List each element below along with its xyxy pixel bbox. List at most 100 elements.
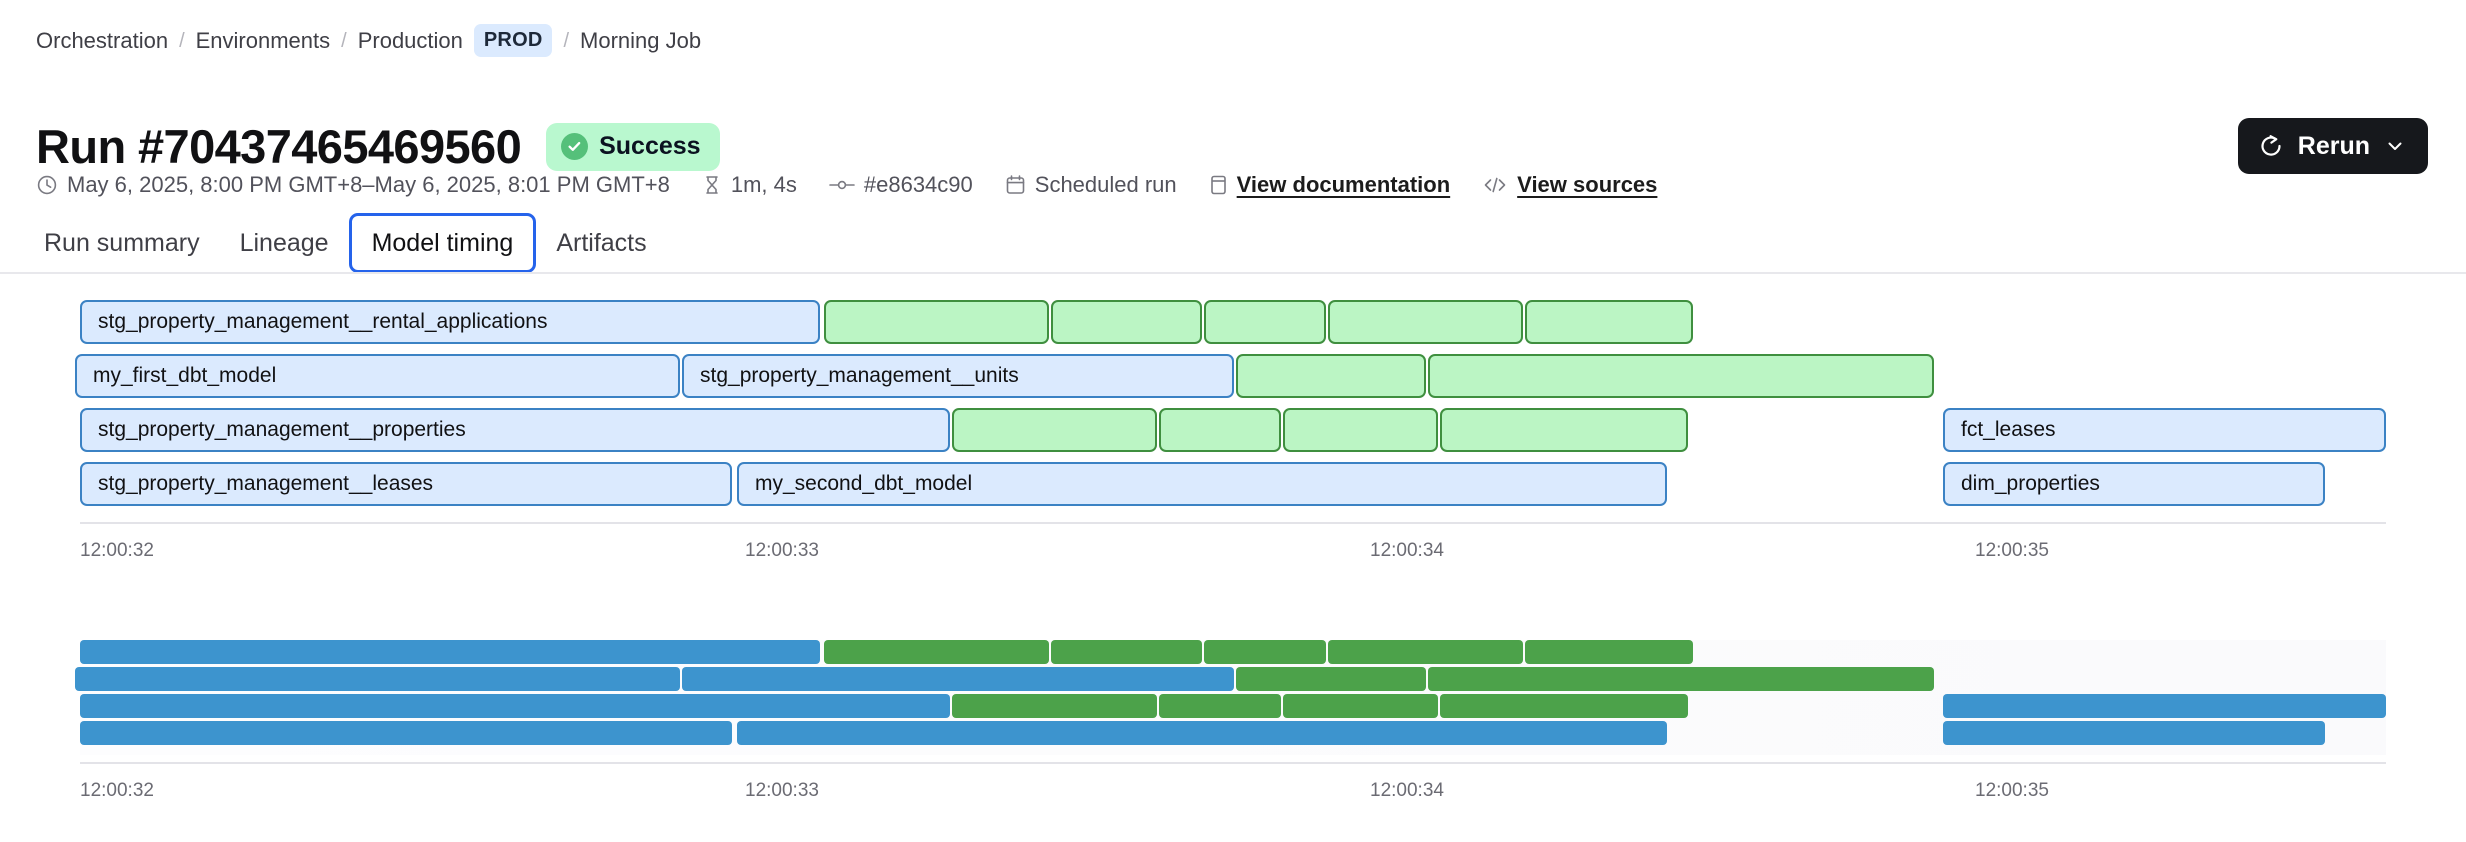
- gantt-bar-test[interactable]: [1051, 300, 1202, 344]
- minimap-bar[interactable]: [682, 667, 1234, 691]
- gantt-row: stg_property_management__rental_applicat…: [0, 300, 2466, 344]
- minimap-bar[interactable]: [1204, 640, 1326, 664]
- minimap-bar[interactable]: [80, 694, 950, 718]
- gantt-bar-test[interactable]: [952, 408, 1157, 452]
- minimap-bar[interactable]: [952, 694, 1157, 718]
- meta-documentation[interactable]: View documentation: [1209, 172, 1451, 198]
- meta-timerange-text: May 6, 2025, 8:00 PM GMT+8–May 6, 2025, …: [67, 172, 670, 197]
- minimap-bar[interactable]: [1943, 694, 2386, 718]
- breadcrumb-separator: /: [341, 29, 347, 52]
- minimap-bar[interactable]: [1525, 640, 1693, 664]
- breadcrumb-item-orchestration[interactable]: Orchestration: [36, 27, 169, 53]
- meta-commit: #e8634c90: [829, 172, 973, 198]
- gantt-bar-my_second_dbt_model[interactable]: my_second_dbt_model: [737, 462, 1667, 506]
- rerun-label: Rerun: [2297, 131, 2370, 160]
- gantt-bar-test[interactable]: [1236, 354, 1426, 398]
- minimap-bar[interactable]: [1236, 667, 1426, 691]
- gantt-bar-label: stg_property_management__leases: [98, 472, 434, 495]
- gantt-bar-stg_property_management__rental_applications[interactable]: stg_property_management__rental_applicat…: [80, 300, 820, 344]
- view-sources-link[interactable]: View sources: [1517, 172, 1658, 197]
- breadcrumb-item-environments[interactable]: Environments: [195, 27, 331, 53]
- minimap-bar[interactable]: [75, 667, 680, 691]
- tab-model-timing[interactable]: Model timing: [348, 213, 537, 273]
- gantt-bar-test[interactable]: [824, 300, 1049, 344]
- page-title: Run #70437465469560: [36, 120, 522, 174]
- gantt-bar-label: dim_properties: [1961, 472, 2100, 495]
- breadcrumb-item-morning-job: Morning Job: [580, 27, 702, 53]
- gantt-bar-label: my_first_dbt_model: [93, 364, 277, 387]
- gantt-row: stg_property_management__leases my_second…: [0, 462, 2466, 506]
- gantt-axis-line: [80, 522, 2386, 524]
- gantt-axis-tick: 12:00:35: [1975, 540, 2049, 561]
- minimap-row: [0, 721, 2466, 745]
- gantt-rows: stg_property_management__rental_applicat…: [0, 300, 2466, 520]
- meta-timerange: May 6, 2025, 8:00 PM GMT+8–May 6, 2025, …: [36, 172, 670, 198]
- gantt-bar-stg_property_management__properties[interactable]: stg_property_management__properties: [80, 408, 950, 452]
- hourglass-icon: [702, 174, 722, 196]
- gantt-bar-stg_property_management__units[interactable]: stg_property_management__units: [682, 354, 1234, 398]
- check-circle-icon: [561, 133, 589, 161]
- code-icon: [1482, 175, 1508, 195]
- gantt-axis-tick: 12:00:34: [1370, 540, 1444, 561]
- minimap-axis-tick: 12:00:34: [1370, 780, 1444, 801]
- commit-icon: [829, 176, 855, 194]
- minimap-bar[interactable]: [1428, 667, 1934, 691]
- breadcrumb-item-production[interactable]: Production: [357, 27, 463, 53]
- tab-run-summary[interactable]: Run summary: [44, 228, 200, 257]
- gantt-bar-test[interactable]: [1328, 300, 1523, 344]
- meta-duration: 1m, 4s: [702, 172, 797, 198]
- minimap-axis-ticks: 12:00:32 12:00:33 12:00:34 12:00:35: [0, 780, 2466, 806]
- clock-icon: [36, 174, 58, 196]
- timeline-minimap[interactable]: 12:00:32 12:00:33 12:00:34 12:00:35: [0, 640, 2466, 801]
- minimap-bar[interactable]: [1440, 694, 1688, 718]
- tab-artifacts[interactable]: Artifacts: [556, 228, 647, 257]
- calendar-icon: [1005, 174, 1026, 196]
- minimap-row: [0, 640, 2466, 664]
- gantt-bar-stg_property_management__leases[interactable]: stg_property_management__leases: [80, 462, 732, 506]
- minimap-bar[interactable]: [1943, 721, 2325, 745]
- chevron-down-icon[interactable]: [2384, 135, 2406, 157]
- minimap-bar[interactable]: [1159, 694, 1281, 718]
- gantt-bar-fct_leases[interactable]: fct_leases: [1943, 408, 2386, 452]
- minimap-bar[interactable]: [80, 721, 732, 745]
- minimap-axis-line: [80, 762, 2386, 764]
- gantt-axis-tick: 12:00:32: [80, 540, 154, 561]
- gantt-bar-label: stg_property_management__properties: [98, 418, 466, 441]
- minimap-bar[interactable]: [80, 640, 820, 664]
- minimap-bar[interactable]: [737, 721, 1667, 745]
- gantt-bar-test[interactable]: [1283, 408, 1438, 452]
- gantt-bar-test[interactable]: [1525, 300, 1693, 344]
- minimap-bar[interactable]: [1051, 640, 1202, 664]
- minimap-rows: [0, 640, 2466, 758]
- minimap-row: [0, 667, 2466, 691]
- meta-sources[interactable]: View sources: [1482, 172, 1657, 198]
- gantt-bar-test[interactable]: [1428, 354, 1934, 398]
- view-documentation-link[interactable]: View documentation: [1236, 172, 1451, 197]
- rerun-button[interactable]: Rerun: [2237, 118, 2428, 174]
- status-label: Success: [599, 132, 701, 161]
- gantt-bar-my_first_dbt_model[interactable]: my_first_dbt_model: [75, 354, 680, 398]
- tab-bar: Run summary Lineage Model timing Artifacts: [24, 213, 667, 273]
- minimap-axis-tick: 12:00:33: [745, 780, 819, 801]
- gantt-axis-tick: 12:00:33: [745, 540, 819, 561]
- tab-bar-divider: [0, 272, 2466, 274]
- gantt-row: stg_property_management__properties fct_l…: [0, 408, 2466, 452]
- gantt-bar-test[interactable]: [1159, 408, 1281, 452]
- gantt-bar-label: my_second_dbt_model: [755, 472, 973, 495]
- gantt-bar-label: fct_leases: [1961, 418, 2056, 441]
- gantt-row: my_first_dbt_model stg_property_managemen…: [0, 354, 2466, 398]
- tab-lineage[interactable]: Lineage: [239, 228, 329, 257]
- meta-commit-text: #e8634c90: [863, 172, 973, 197]
- meta-trigger: Scheduled run: [1005, 172, 1177, 198]
- minimap-bar[interactable]: [1328, 640, 1523, 664]
- minimap-axis-tick: 12:00:32: [80, 780, 154, 801]
- breadcrumb-separator: /: [563, 29, 570, 52]
- minimap-axis-tick: 12:00:35: [1975, 780, 2049, 801]
- gantt-bar-test[interactable]: [1204, 300, 1326, 344]
- breadcrumb-env-badge: PROD: [473, 24, 553, 57]
- minimap-bar[interactable]: [824, 640, 1049, 664]
- gantt-bar-dim_properties[interactable]: dim_properties: [1943, 462, 2325, 506]
- minimap-bar[interactable]: [1283, 694, 1438, 718]
- gantt-bar-test[interactable]: [1440, 408, 1688, 452]
